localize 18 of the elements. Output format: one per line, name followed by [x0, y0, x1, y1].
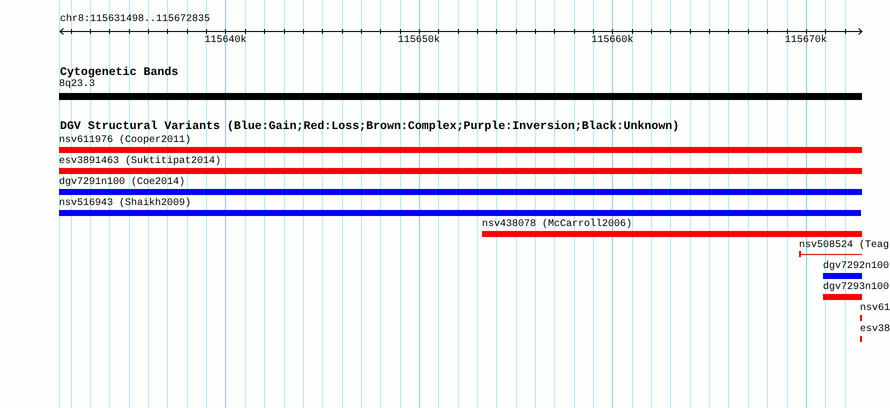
feature-label: nsv61	[860, 304, 890, 314]
feature-label: nsv516943 (Shaikh2009)	[59, 199, 192, 209]
tick-label: 115640k	[204, 36, 246, 46]
feature-label: esv3891463 (Suktitipat2014)	[59, 157, 222, 167]
feature-label: dgv7291n100 (Coe2014)	[59, 178, 186, 188]
feature-label: 8q23.3	[59, 80, 96, 90]
tick-label: 115660k	[591, 36, 634, 46]
feature-label: nsv611976 (Cooper2011)	[59, 136, 192, 146]
feature-label: dgv7292n100	[823, 262, 890, 272]
feature-label: esv38	[860, 325, 890, 335]
feature-label: dgv7293n100	[823, 283, 890, 293]
tick-label: 115670k	[784, 36, 827, 46]
feature-label: nsv508524 (Teag	[799, 241, 890, 251]
tick-label: 115650k	[398, 36, 440, 46]
coordinate-label: chr8:115631498..115672835	[60, 15, 210, 25]
track-title: Cytogenetic Bands	[60, 67, 178, 79]
track-title: DGV Structural Variants (Blue:Gain;Red:Loss;Brown:Complex;Purple:Inversion;Black:Unknown)	[60, 121, 680, 133]
feature-label: nsv438078 (McCarroll2006)	[482, 220, 632, 230]
